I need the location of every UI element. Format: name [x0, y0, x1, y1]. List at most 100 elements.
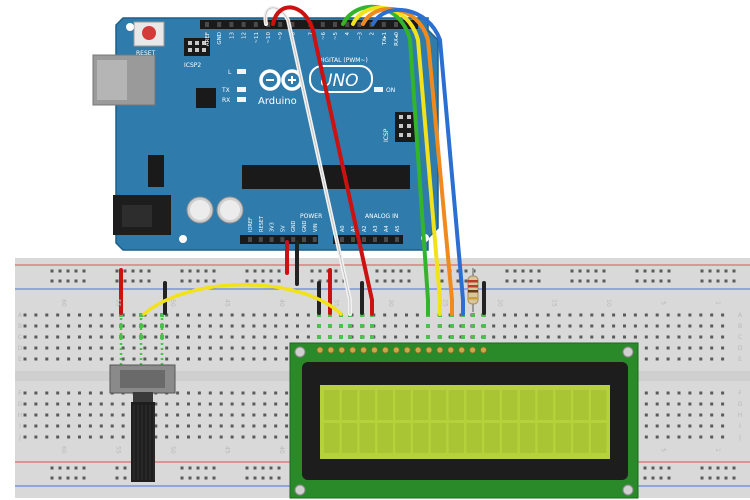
- breadboard-hole[interactable]: [568, 313, 572, 317]
- breadboard-hole[interactable]: [252, 346, 256, 350]
- breadboard-hole[interactable]: [165, 313, 169, 317]
- rail-hole[interactable]: [212, 476, 216, 480]
- breadboard-hole[interactable]: [165, 413, 169, 417]
- breadboard-hole[interactable]: [405, 313, 408, 317]
- breadboard-hole[interactable]: [285, 413, 289, 417]
- breadboard-hole[interactable]: [492, 335, 496, 339]
- rail-hole[interactable]: [643, 279, 647, 283]
- breadboard-hole[interactable]: [644, 335, 648, 339]
- breadboard-hole[interactable]: [688, 435, 692, 439]
- breadboard-hole[interactable]: [121, 402, 125, 406]
- rail-hole[interactable]: [269, 279, 273, 283]
- breadboard-hole[interactable]: [633, 324, 637, 328]
- rail-hole[interactable]: [521, 279, 525, 283]
- rail-hole[interactable]: [667, 476, 671, 480]
- analog-pin-socket[interactable]: [395, 237, 399, 242]
- breadboard-hole[interactable]: [666, 335, 670, 339]
- rail-hole[interactable]: [180, 269, 184, 273]
- breadboard-hole[interactable]: [219, 346, 223, 350]
- rail-hole[interactable]: [269, 269, 273, 273]
- rail-hole[interactable]: [115, 279, 119, 283]
- breadboard-hole[interactable]: [721, 335, 725, 339]
- breadboard-hole[interactable]: [88, 413, 92, 417]
- breadboard-hole[interactable]: [415, 313, 419, 317]
- breadboard-hole[interactable]: [655, 357, 659, 361]
- rail-hole[interactable]: [407, 269, 411, 273]
- breadboard-hole[interactable]: [88, 346, 92, 350]
- breadboard-hole[interactable]: [688, 335, 692, 339]
- breadboard-hole[interactable]: [252, 313, 256, 317]
- rail-hole[interactable]: [245, 466, 249, 470]
- breadboard-hole[interactable]: [67, 402, 71, 406]
- breadboard-hole[interactable]: [644, 324, 648, 328]
- breadboard-hole[interactable]: [56, 346, 60, 350]
- rail-hole[interactable]: [188, 476, 192, 480]
- rail-hole[interactable]: [58, 269, 62, 273]
- breadboard-hole[interactable]: [197, 346, 201, 350]
- breadboard-hole[interactable]: [34, 391, 38, 395]
- rail-hole[interactable]: [724, 476, 728, 480]
- rail-hole[interactable]: [82, 466, 86, 470]
- rail-hole[interactable]: [724, 269, 728, 273]
- breadboard-hole[interactable]: [535, 335, 539, 339]
- rail-hole[interactable]: [700, 269, 704, 273]
- rail-hole[interactable]: [50, 279, 54, 283]
- rail-hole[interactable]: [659, 476, 663, 480]
- rail-hole[interactable]: [58, 466, 62, 470]
- breadboard-hole[interactable]: [67, 413, 71, 417]
- rail-hole[interactable]: [724, 466, 728, 470]
- breadboard-hole[interactable]: [187, 313, 190, 317]
- breadboard-hole[interactable]: [677, 313, 681, 317]
- breadboard-hole[interactable]: [230, 413, 234, 417]
- breadboard-hole[interactable]: [132, 335, 136, 339]
- breadboard-hole[interactable]: [23, 402, 27, 406]
- breadboard-hole[interactable]: [710, 324, 714, 328]
- breadboard-hole[interactable]: [132, 346, 136, 350]
- breadboard-hole[interactable]: [165, 346, 169, 350]
- breadboard-hole[interactable]: [110, 313, 114, 317]
- breadboard-hole[interactable]: [524, 324, 528, 328]
- rail-hole[interactable]: [407, 279, 411, 283]
- rail-hole[interactable]: [310, 279, 314, 283]
- breadboard-hole[interactable]: [666, 402, 670, 406]
- breadboard-hole[interactable]: [165, 324, 169, 328]
- breadboard-hole[interactable]: [666, 424, 670, 428]
- breadboard-hole[interactable]: [45, 346, 49, 350]
- breadboard-hole[interactable]: [208, 346, 212, 350]
- rail-hole[interactable]: [212, 279, 216, 283]
- rail-hole[interactable]: [245, 269, 249, 273]
- breadboard-hole[interactable]: [252, 335, 256, 339]
- breadboard-hole[interactable]: [655, 335, 659, 339]
- breadboard-hole[interactable]: [99, 402, 103, 406]
- rail-hole[interactable]: [659, 269, 663, 273]
- breadboard-hole[interactable]: [721, 313, 725, 317]
- breadboard-hole[interactable]: [263, 424, 267, 428]
- rail-hole[interactable]: [732, 269, 736, 273]
- breadboard-hole[interactable]: [263, 357, 267, 361]
- breadboard-hole[interactable]: [721, 357, 725, 361]
- breadboard-hole[interactable]: [263, 335, 267, 339]
- rail-hole[interactable]: [277, 279, 281, 283]
- power-pin-socket[interactable]: [302, 237, 306, 242]
- breadboard-hole[interactable]: [34, 313, 38, 317]
- breadboard-hole[interactable]: [99, 413, 103, 417]
- rail-hole[interactable]: [58, 279, 62, 283]
- breadboard-hole[interactable]: [524, 313, 528, 317]
- rail-hole[interactable]: [66, 466, 70, 470]
- breadboard-hole[interactable]: [721, 324, 725, 328]
- digital-pin-socket[interactable]: [357, 22, 362, 27]
- rail-hole[interactable]: [578, 279, 582, 283]
- rail-hole[interactable]: [464, 269, 468, 273]
- rail-hole[interactable]: [334, 269, 338, 273]
- breadboard-hole[interactable]: [263, 391, 267, 395]
- breadboard-hole[interactable]: [187, 357, 190, 361]
- digital-pin-socket[interactable]: [253, 22, 258, 27]
- breadboard-hole[interactable]: [655, 346, 659, 350]
- breadboard-hole[interactable]: [110, 346, 114, 350]
- breadboard-hole[interactable]: [121, 435, 125, 439]
- breadboard-hole[interactable]: [187, 391, 190, 395]
- breadboard-hole[interactable]: [285, 435, 289, 439]
- breadboard-hole[interactable]: [121, 324, 125, 328]
- rail-hole[interactable]: [651, 476, 655, 480]
- rail-hole[interactable]: [180, 466, 184, 470]
